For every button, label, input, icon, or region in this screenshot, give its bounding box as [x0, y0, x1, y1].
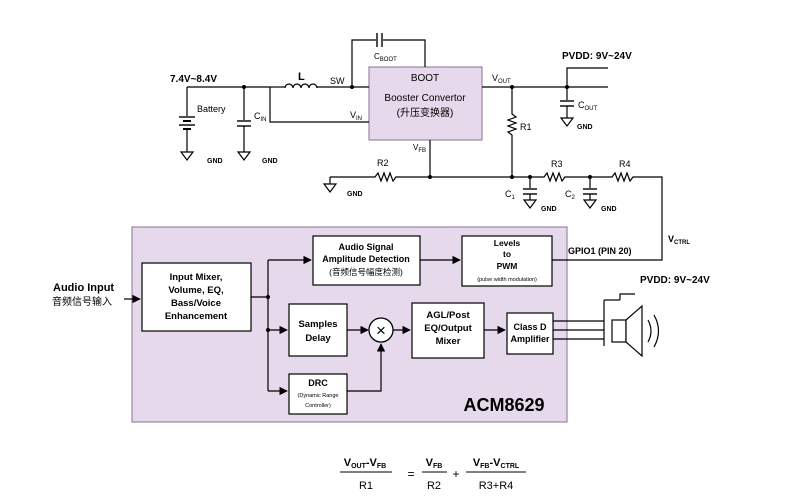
drc-block [288, 373, 348, 415]
vctrl-label: VCTRL [668, 234, 690, 246]
classd-text: Class D [513, 322, 547, 332]
resistor-r1 [506, 87, 518, 177]
formula-equals: = [407, 467, 414, 481]
agl-text: AGL/Post [426, 310, 470, 321]
c1-label: C1 [505, 189, 516, 201]
booster-converter-box [368, 66, 483, 141]
agl-post-eq-block [411, 302, 485, 359]
formula-plus: + [452, 467, 459, 481]
boot-pin-label: BOOT [411, 73, 439, 84]
detect-text: Audio Signal [339, 242, 394, 252]
pvdd-bottom-label: PVDD: 9V~24V [640, 275, 710, 286]
ground-label: GND [541, 206, 557, 213]
ground-symbol [236, 151, 252, 161]
classd-text: Amplifier [510, 334, 550, 344]
inductor-label: L [298, 71, 305, 83]
ground-label: GND [577, 124, 593, 131]
input-mixer-block [141, 262, 252, 332]
pwm-text: PWM [497, 261, 518, 271]
pwm-text: to [503, 249, 511, 259]
speaker-icon [611, 304, 660, 358]
mixer-text: Volume, EQ, [168, 285, 223, 296]
sw-pin-label: SW [330, 76, 345, 86]
formula-term3-denominator: R3+R4 [479, 480, 514, 492]
drc-text-note: Controller) [305, 403, 331, 409]
ground-symbol [522, 199, 538, 209]
ground-label: GND [347, 191, 363, 198]
pvdd-top-label: PVDD: 9V~24V [562, 51, 632, 62]
mixer-text: Input Mixer, [170, 272, 223, 283]
feedback-formula: VOUT-VFB R1 = VFB R2 + VFB-VCTRL R3+R4 [340, 457, 526, 492]
detect-text: Amplitude Detection [322, 254, 410, 264]
multiplier-symbol: × [376, 321, 386, 340]
audio-input-label: Audio Input [53, 282, 114, 294]
r2-label: R2 [377, 158, 389, 168]
agl-text: Mixer [436, 336, 461, 347]
agl-text: EQ/Output [424, 323, 472, 334]
r1-label: R1 [520, 122, 532, 132]
drc-text-note: (Dynamic Range [298, 393, 339, 399]
drc-text: DRC [308, 378, 328, 388]
mixer-text: Bass/Voice [171, 298, 221, 309]
ground-label: GND [262, 158, 278, 165]
ground-label: GND [601, 206, 617, 213]
cboot-label: CBOOT [374, 52, 397, 63]
c2-label: C2 [565, 189, 576, 201]
formula-term3-numerator: VFB-VCTRL [473, 457, 520, 470]
resistor-r3-r4 [512, 171, 663, 238]
booster-title: Booster Convertor [384, 93, 466, 104]
battery-symbol [179, 116, 195, 130]
samples-delay-block [288, 303, 348, 357]
audio-input-label-cn: 音频信号输入 [52, 295, 112, 308]
battery-label: Battery [197, 104, 226, 114]
amplitude-detection-block [312, 235, 421, 286]
mixer-text: Enhancement [165, 311, 228, 322]
cout-label: COUT [578, 100, 598, 112]
r4-label: R4 [619, 159, 631, 169]
inductor-l [284, 83, 318, 89]
delay-text: Delay [305, 333, 331, 344]
ground-symbol [322, 183, 338, 193]
vin-pin-label: VIN [350, 110, 362, 122]
chip-name: ACM8629 [463, 395, 544, 415]
resistor-r2 [330, 171, 512, 183]
delay-text: Samples [298, 319, 337, 330]
ground-label: GND [207, 158, 223, 165]
vfb-pin-label: VFB [413, 143, 426, 154]
ground-symbol [179, 151, 195, 161]
ground-symbol [582, 199, 598, 209]
class-d-amplifier-block [506, 312, 554, 355]
formula-term1-denominator: R1 [359, 480, 373, 492]
battery-voltage-range: 7.4V~8.4V [170, 74, 217, 85]
r3-label: R3 [551, 159, 563, 169]
detect-text-cn: (音频信号幅度检测) [329, 267, 403, 277]
formula-term1-numerator: VOUT-VFB [344, 457, 386, 470]
cin-label: CIN [254, 111, 267, 123]
ground-symbol [559, 117, 575, 127]
booster-title-cn: (升压变换器) [397, 106, 454, 119]
pwm-text-note: (pulse width modulation) [477, 277, 537, 283]
pwm-text: Levels [494, 238, 521, 248]
formula-term2-denominator: R2 [427, 480, 441, 492]
formula-term2-numerator: VFB [426, 457, 443, 470]
vout-pin-label: VOUT [492, 73, 511, 85]
gpio-label: GPIO1 (PIN 20) [568, 246, 632, 256]
levels-to-pwm-block [461, 235, 553, 287]
